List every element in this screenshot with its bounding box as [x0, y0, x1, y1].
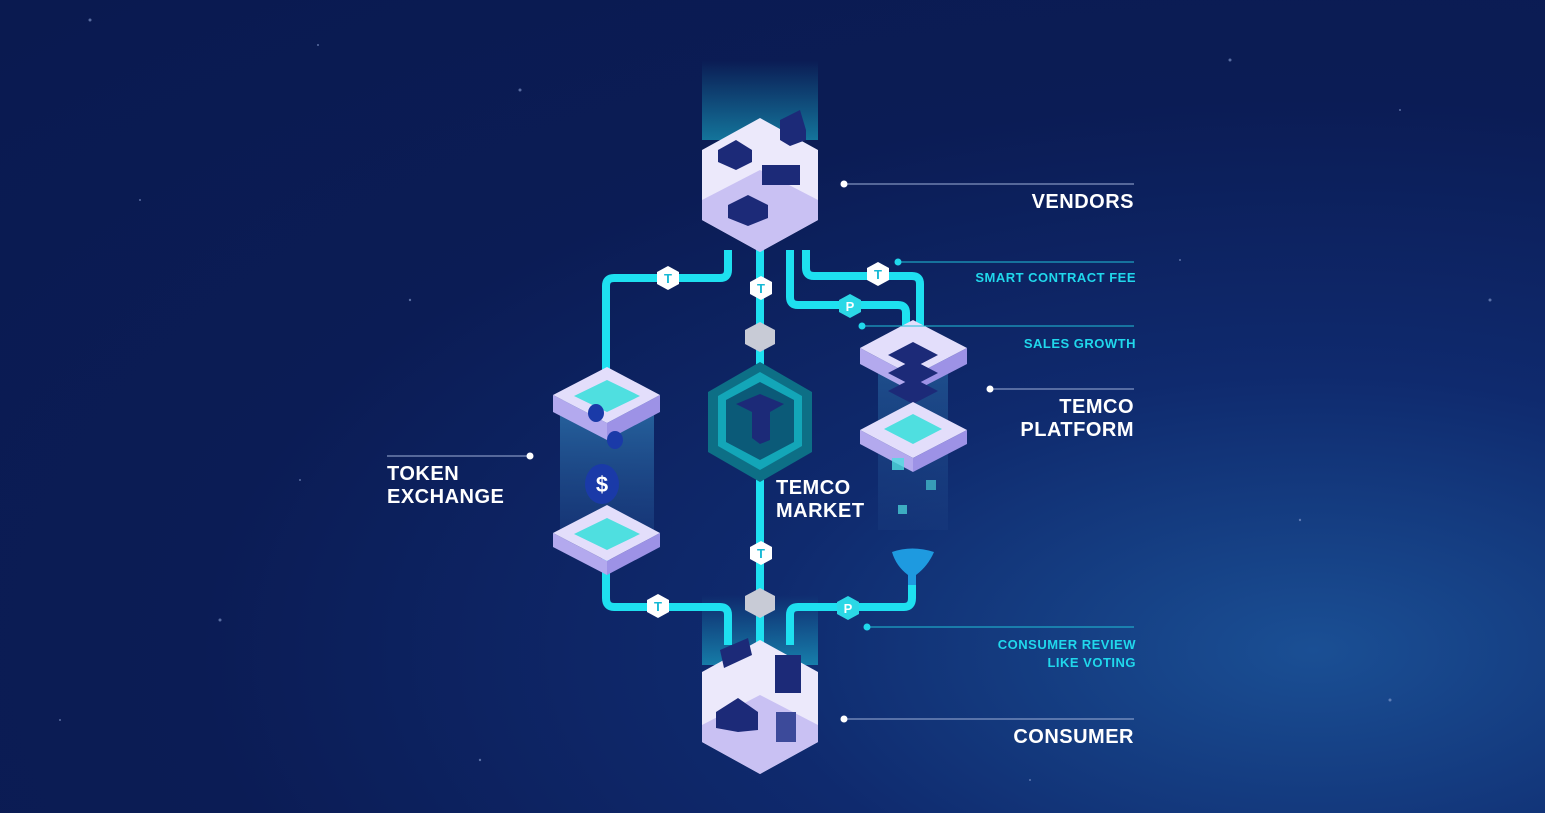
coin-exchange-icon [585, 464, 619, 504]
factory-icon [780, 110, 806, 146]
label-line: TEMCO [1059, 396, 1134, 418]
label-line: PLATFORM [1020, 419, 1134, 441]
vendors-node [702, 110, 818, 252]
box-icon [728, 195, 768, 226]
token-exchange-node: $ [553, 367, 660, 575]
leader-lines [387, 180, 1134, 723]
svg-text:T: T [757, 281, 765, 296]
t-token-icon: T [750, 276, 772, 300]
label-temco-market: TEMCO MARKET [776, 477, 865, 523]
token-badges: T T T T T P P [647, 262, 889, 620]
package-cube [745, 322, 775, 618]
svg-text:$: $ [596, 472, 608, 497]
funnel-icon [892, 548, 934, 585]
temco-market-node [708, 362, 812, 482]
coin-icon [607, 431, 623, 449]
label-sales-growth: SALES GROWTH [1023, 336, 1136, 351]
label-temco-platform: TEMCO PLATFORM [1020, 396, 1134, 442]
temco-logo-icon [736, 394, 784, 444]
stars [59, 18, 1492, 781]
coin-icon [588, 404, 604, 422]
t-token-icon: T [647, 594, 669, 618]
label-line: EXCHANGE [387, 486, 505, 508]
svg-text:T: T [874, 267, 882, 282]
warehouse-icon [718, 140, 752, 170]
card-icon [720, 638, 752, 668]
label-line: MARKET [776, 500, 865, 522]
label-line: TOKEN [387, 463, 460, 485]
svg-text:P: P [844, 601, 853, 616]
t-token-icon: T [867, 262, 889, 286]
label-consumer-review: CONSUMER REVIEW LIKE VOTING [998, 636, 1136, 672]
t-token-icon: T [657, 266, 679, 290]
t-token-icon: T [750, 541, 772, 565]
svg-text:P: P [846, 299, 855, 314]
label-smart-contract-fee: SMART CONTRACT FEE [975, 270, 1136, 285]
truck-icon [762, 165, 800, 185]
svg-text:T: T [664, 271, 672, 286]
label-line: TEMCO [776, 477, 851, 499]
label-line: LIKE VOTING [1047, 655, 1136, 670]
label-vendors: VENDORS [1031, 191, 1134, 213]
house-icon [716, 698, 758, 732]
label-line: CONSUMER REVIEW [997, 637, 1136, 652]
label-consumer: CONSUMER [1013, 726, 1134, 748]
svg-text:T: T [757, 546, 765, 561]
label-token-exchange: TOKEN EXCHANGE [387, 463, 504, 509]
shopping-bag-icon [775, 655, 801, 693]
svg-text:T: T [654, 599, 662, 614]
temco-platform-node [860, 320, 967, 514]
p-token-icon: P [839, 294, 861, 318]
shopper-icon [776, 712, 796, 742]
consumer-node [702, 638, 818, 774]
p-token-icon: P [837, 596, 859, 620]
